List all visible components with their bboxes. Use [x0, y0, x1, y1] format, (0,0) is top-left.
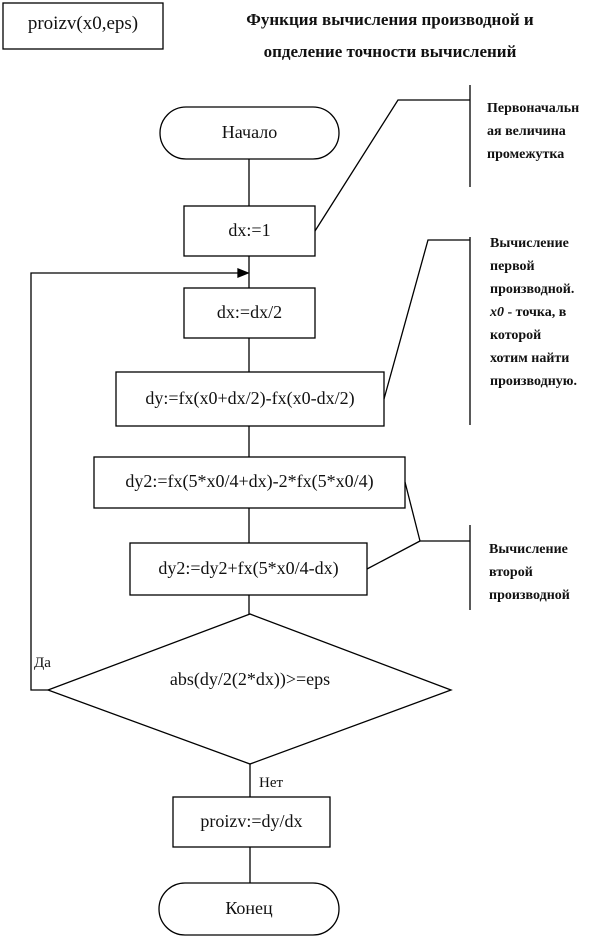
result-box — [172, 796, 331, 848]
annotation-leader-2 — [383, 239, 470, 400]
annotation-first-derivative: Вычисление первой производной. x0 - точк… — [490, 236, 577, 389]
annotation-leader-3 — [404, 481, 470, 542]
start-label: Начало — [221, 122, 278, 142]
annotation-second-derivative: Вычисление второй производной — [489, 542, 570, 603]
annotation-leader-3b — [366, 540, 421, 570]
condition-label: abs(dy/2(2*dx))>=eps — [169, 669, 331, 689]
end-label: Конец — [225, 898, 273, 918]
result-label: proizv:=dy/dx — [200, 811, 303, 831]
end-terminal — [158, 882, 340, 936]
halve-step-label: dx:=dx/2 — [216, 302, 283, 322]
no-branch-label: Нет — [259, 775, 284, 791]
annotation-initial-step: Первоначальн ая величина промежутка — [487, 101, 580, 162]
annotation-leader-1 — [314, 99, 470, 232]
init-step-label: dx:=1 — [228, 220, 271, 240]
header-title-line2: опделение точности вычислений — [263, 42, 517, 61]
loop-arrowhead — [237, 268, 250, 278]
second-diff-a-label: dy2:=fx(5*x0/4+dx)-2*fx(5*x0/4) — [125, 471, 374, 491]
function-name-box — [2, 2, 164, 50]
yes-branch-label: Да — [34, 655, 51, 671]
second-diff-b-label: dy2:=dy2+fx(5*x0/4-dx) — [158, 558, 339, 578]
loop-back-line — [30, 272, 240, 691]
first-diff-label: dy:=fx(x0+dx/2)-fx(x0-dx/2) — [145, 388, 355, 408]
function-name-label: proizv(x0,eps) — [27, 13, 139, 34]
header-title-line1: Функция вычисления производной и — [246, 10, 534, 29]
